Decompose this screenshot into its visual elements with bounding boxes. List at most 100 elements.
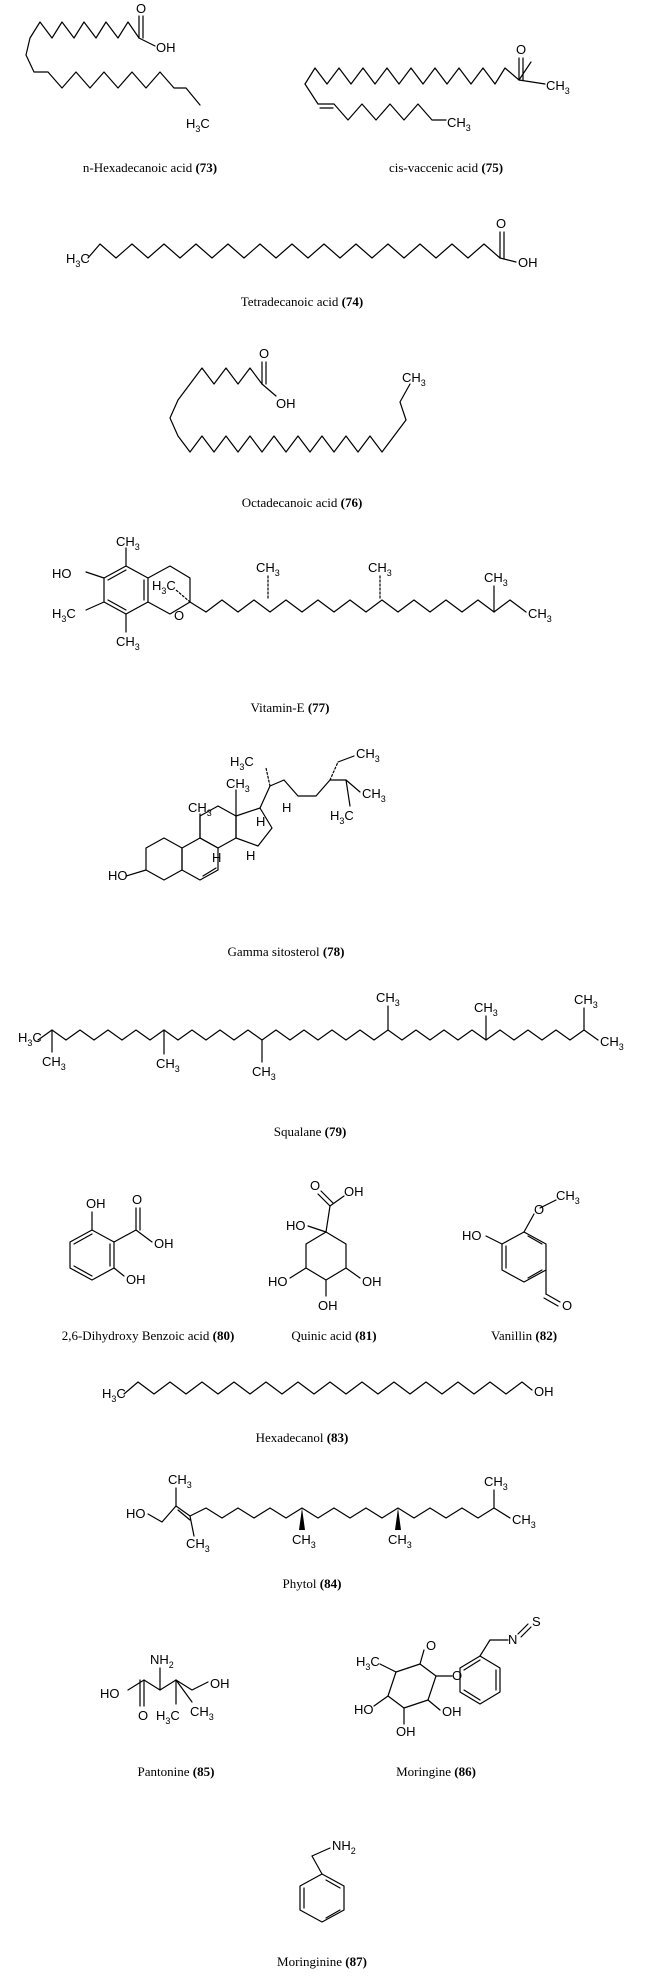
atom-ch3: CH3 [168, 1472, 192, 1490]
caption-76: Octadecanoic acid (76) [241, 495, 363, 510]
atom-h3c: H3C [330, 808, 354, 826]
atom-ho: HO [126, 1506, 146, 1521]
atom-o: O [310, 1178, 320, 1193]
atom-ch3: CH3 [42, 1054, 66, 1072]
atom-s: S [532, 1614, 541, 1629]
atom-oh: OH [156, 40, 176, 55]
atom-o: O [426, 1638, 436, 1653]
atom-o: O [534, 1202, 544, 1217]
atom-ch3: CH3 [512, 1512, 536, 1530]
atom-oh: OH [318, 1298, 338, 1313]
atom-ch3: CH3 [186, 1536, 210, 1554]
atom-ch3: CH3 [252, 1064, 276, 1082]
atom-ch3: CH3 [376, 990, 400, 1008]
atom-ch3: CH3 [546, 78, 570, 96]
atom-ch3: CH3 [402, 370, 426, 388]
caption-83: Hexadecanol (83) [255, 1430, 349, 1445]
structure-74: O OH H3C [66, 216, 538, 270]
atom-o: O [174, 608, 184, 623]
caption-73: n-Hexadecanoic acid (73) [82, 160, 218, 175]
atom-o: O [132, 1192, 142, 1207]
atom-h3c: H3C [356, 1654, 380, 1672]
atom-o: O [138, 1708, 148, 1723]
atom-h3c: H3C [66, 251, 90, 269]
structure-73: O OH H3C [25, 1, 210, 134]
atom-ch3: CH3 [190, 1704, 214, 1722]
atom-ch3: CH3 [188, 800, 212, 818]
atom-h: H [246, 848, 255, 863]
structure-87: NH2 [299, 1838, 356, 1923]
caption-80: 2,6-Dihydroxy Benzoic acid (80) [61, 1328, 235, 1343]
atom-ch3: CH3 [447, 115, 471, 133]
atom-oh: OH [518, 255, 538, 270]
atom-o: O [562, 1298, 572, 1313]
atom-ho: HO [100, 1686, 120, 1701]
structure-80: OH O OH OH [69, 1192, 174, 1287]
caption-87: Moringinine (87) [277, 1954, 367, 1969]
structure-83: H3C OH [102, 1381, 554, 1404]
atom-ch3: CH3 [484, 570, 508, 588]
atom-ch3: CH3 [600, 1034, 624, 1052]
atom-oh: OH [276, 396, 296, 411]
caption-84: Phytol (84) [282, 1576, 342, 1591]
atom-h3c: H3C [156, 1708, 180, 1726]
atom-h3c: H3C [230, 754, 254, 772]
atom-o: O [452, 1668, 462, 1683]
atom-h3c: H3C [186, 116, 210, 134]
structure-77: HO CH3 H3C CH3 H3C O CH3 CH3 CH3 CH3 [52, 534, 552, 652]
structure-76: O OH CH3 [169, 346, 426, 453]
caption-81: Quinic acid (81) [291, 1328, 377, 1343]
atom-ch3: CH3 [156, 1056, 180, 1074]
atom-h: H [282, 800, 291, 815]
atom-oh: OH [362, 1274, 382, 1289]
caption-85: Pantonine (85) [137, 1764, 215, 1779]
atom-o: O [136, 1, 146, 16]
atom-ch3: CH3 [292, 1532, 316, 1550]
atom-ch3: CH3 [356, 746, 380, 764]
atom-nh2: NH2 [150, 1652, 174, 1670]
caption-79: Squalane (79) [273, 1124, 347, 1139]
atom-ho: HO [268, 1274, 288, 1289]
atom-ho: HO [354, 1702, 374, 1717]
atom-ch3: CH3 [226, 776, 250, 794]
atom-ho: HO [108, 868, 128, 883]
atom-ch3: CH3 [116, 534, 140, 552]
atom-oh: OH [126, 1272, 146, 1287]
structure-79: H3C CH3 CH3 CH3 CH3 CH3 CH3 CH3 [18, 990, 624, 1082]
atom-ch3: CH3 [368, 560, 392, 578]
caption-77: Vitamin-E (77) [250, 700, 330, 715]
caption-82: Vanillin (82) [490, 1328, 558, 1343]
atom-oh: OH [534, 1384, 554, 1399]
atom-o: O [259, 346, 269, 361]
structure-78: HO CH3 CH3 H3C CH3 CH3 H3C H H H H [108, 746, 386, 883]
atom-ch3: CH3 [484, 1474, 508, 1492]
atom-ch3: CH3 [574, 992, 598, 1010]
atom-h: H [256, 814, 265, 829]
atom-oh: OH [344, 1184, 364, 1199]
caption-74: Tetradecanoic acid (74) [240, 294, 364, 309]
structure-86: O O N S H3C HO OH OH [354, 1614, 541, 1739]
structure-85: HO O NH2 H3C CH3 OH [100, 1652, 230, 1726]
caption-78: Gamma sitosterol (78) [227, 944, 345, 959]
atom-o: O [496, 216, 506, 231]
atom-oh: OH [396, 1724, 416, 1739]
caption-75: cis-vaccenic acid (75) [388, 160, 504, 175]
atom-ho: HO [286, 1218, 306, 1233]
atom-oh: OH [442, 1704, 462, 1719]
atom-h3c: H3C [52, 606, 76, 624]
atom-nh2: NH2 [332, 1838, 356, 1856]
atom-h3c: H3C [18, 1030, 42, 1048]
atom-ch3: CH3 [556, 1188, 580, 1206]
atom-ch3: CH3 [528, 606, 552, 624]
atom-h3c: H3C [152, 578, 176, 596]
atom-h: H [212, 850, 221, 865]
atom-oh: OH [154, 1236, 174, 1251]
atom-h3c: H3C [102, 1386, 126, 1404]
atom-n: N [508, 1632, 517, 1647]
atom-ch3: CH3 [116, 634, 140, 652]
atom-oh: OH [210, 1676, 230, 1691]
structure-84: HO CH3 CH3 CH3 CH3 CH3 CH3 [126, 1472, 536, 1554]
structure-75: O CH3 CH3 [304, 42, 570, 133]
atom-oh: OH [86, 1196, 106, 1211]
atom-ch3: CH3 [256, 560, 280, 578]
